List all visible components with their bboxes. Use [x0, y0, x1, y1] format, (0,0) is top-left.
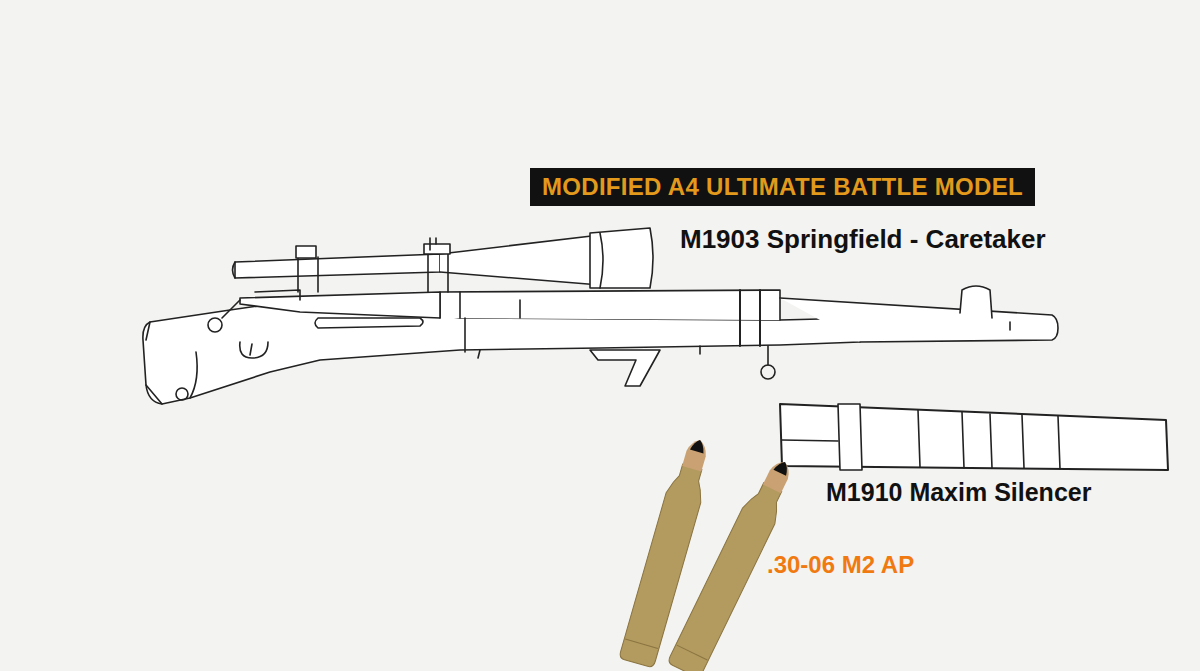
part-name: M1910 Maxim Silencer [826, 478, 1091, 507]
part-name: M1903 Springfield - Caretaker [680, 224, 1046, 255]
ammo-name: .30-06 M2 AP [767, 551, 914, 579]
title-band: MODIFIED A4 ULTIMATE BATTLE MODEL [530, 168, 1035, 206]
band-text: MODIFIED A4 ULTIMATE BATTLE MODEL [542, 173, 1023, 201]
